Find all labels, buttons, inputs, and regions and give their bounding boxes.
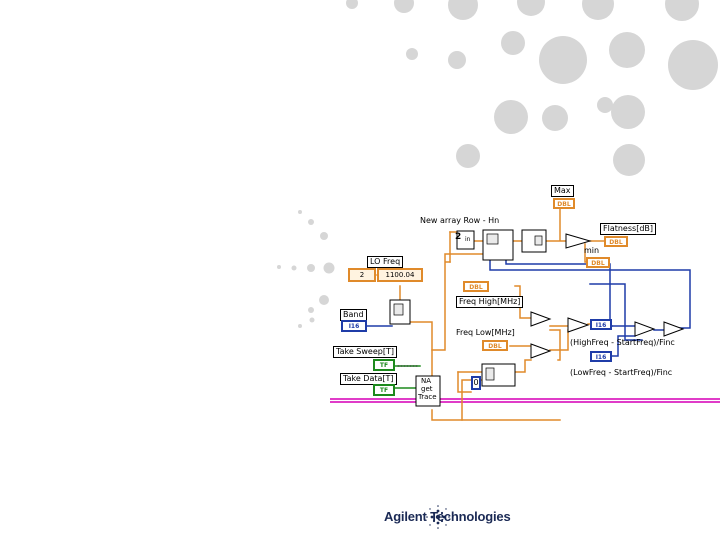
subtract-high-node — [530, 311, 552, 327]
subtract-node — [565, 233, 592, 249]
flatness-terminal[interactable]: DBL — [604, 236, 628, 247]
subtract-index-node — [634, 321, 656, 337]
freq-low-label: Freq Low[MHz] — [456, 328, 515, 337]
build-array-node — [456, 230, 475, 250]
na-vi-label-2: get — [421, 385, 433, 393]
agilent-spark-icon — [426, 505, 450, 529]
const-two: 2 — [455, 232, 462, 242]
band-terminal[interactable]: I16 — [341, 320, 367, 332]
divide-high-node — [567, 317, 590, 333]
blue-wires — [366, 247, 691, 357]
new-array-label: New array Row - Hn — [420, 216, 500, 225]
function-nodes — [389, 229, 685, 407]
na-get-trace-subvi — [415, 375, 441, 407]
take-sweep-terminal[interactable]: TF — [373, 359, 395, 371]
lo-freq-const-b[interactable]: 1100.04 — [377, 268, 423, 282]
high-int-terminal[interactable]: I16 — [590, 319, 612, 330]
take-data-label: Take Data[T] — [340, 373, 397, 385]
take-sweep-label: Take Sweep[T] — [333, 346, 397, 358]
subtract-low-node — [530, 343, 552, 359]
na-vi-label-1: NA — [421, 377, 432, 385]
lower-dbl-terminal[interactable]: DBL — [586, 257, 610, 268]
increment-node — [663, 321, 685, 337]
freq-high-terminal[interactable]: DBL — [463, 281, 489, 292]
lo-freq-label: LO Freq — [367, 256, 404, 268]
array-max-min-node — [521, 229, 547, 253]
min-label: min — [584, 246, 600, 255]
company-name: Agilent Technologies — [384, 509, 511, 524]
const-zero[interactable]: 0 — [471, 376, 481, 390]
flatness-label: Flatness[dB] — [600, 223, 656, 235]
high-expr-label: (HighFreq - StartFreq)/Finc — [570, 338, 675, 347]
freq-low-terminal[interactable]: DBL — [482, 340, 508, 351]
max-terminal[interactable]: DBL — [553, 198, 575, 209]
pink-wire — [330, 398, 720, 403]
low-int-terminal[interactable]: I16 — [590, 351, 612, 362]
max-label: Max — [551, 185, 574, 197]
dot-cluster — [277, 0, 718, 328]
take-data-terminal[interactable]: TF — [373, 384, 395, 396]
na-vi-label-3: Trace — [418, 393, 437, 401]
lo-freq-const-a[interactable]: 2 — [348, 268, 376, 282]
in-const-label: in — [465, 236, 471, 243]
low-expr-label: (LowFreq - StartFreq)/Finc — [570, 368, 673, 377]
freq-high-label: Freq High[MHz] — [456, 296, 524, 308]
